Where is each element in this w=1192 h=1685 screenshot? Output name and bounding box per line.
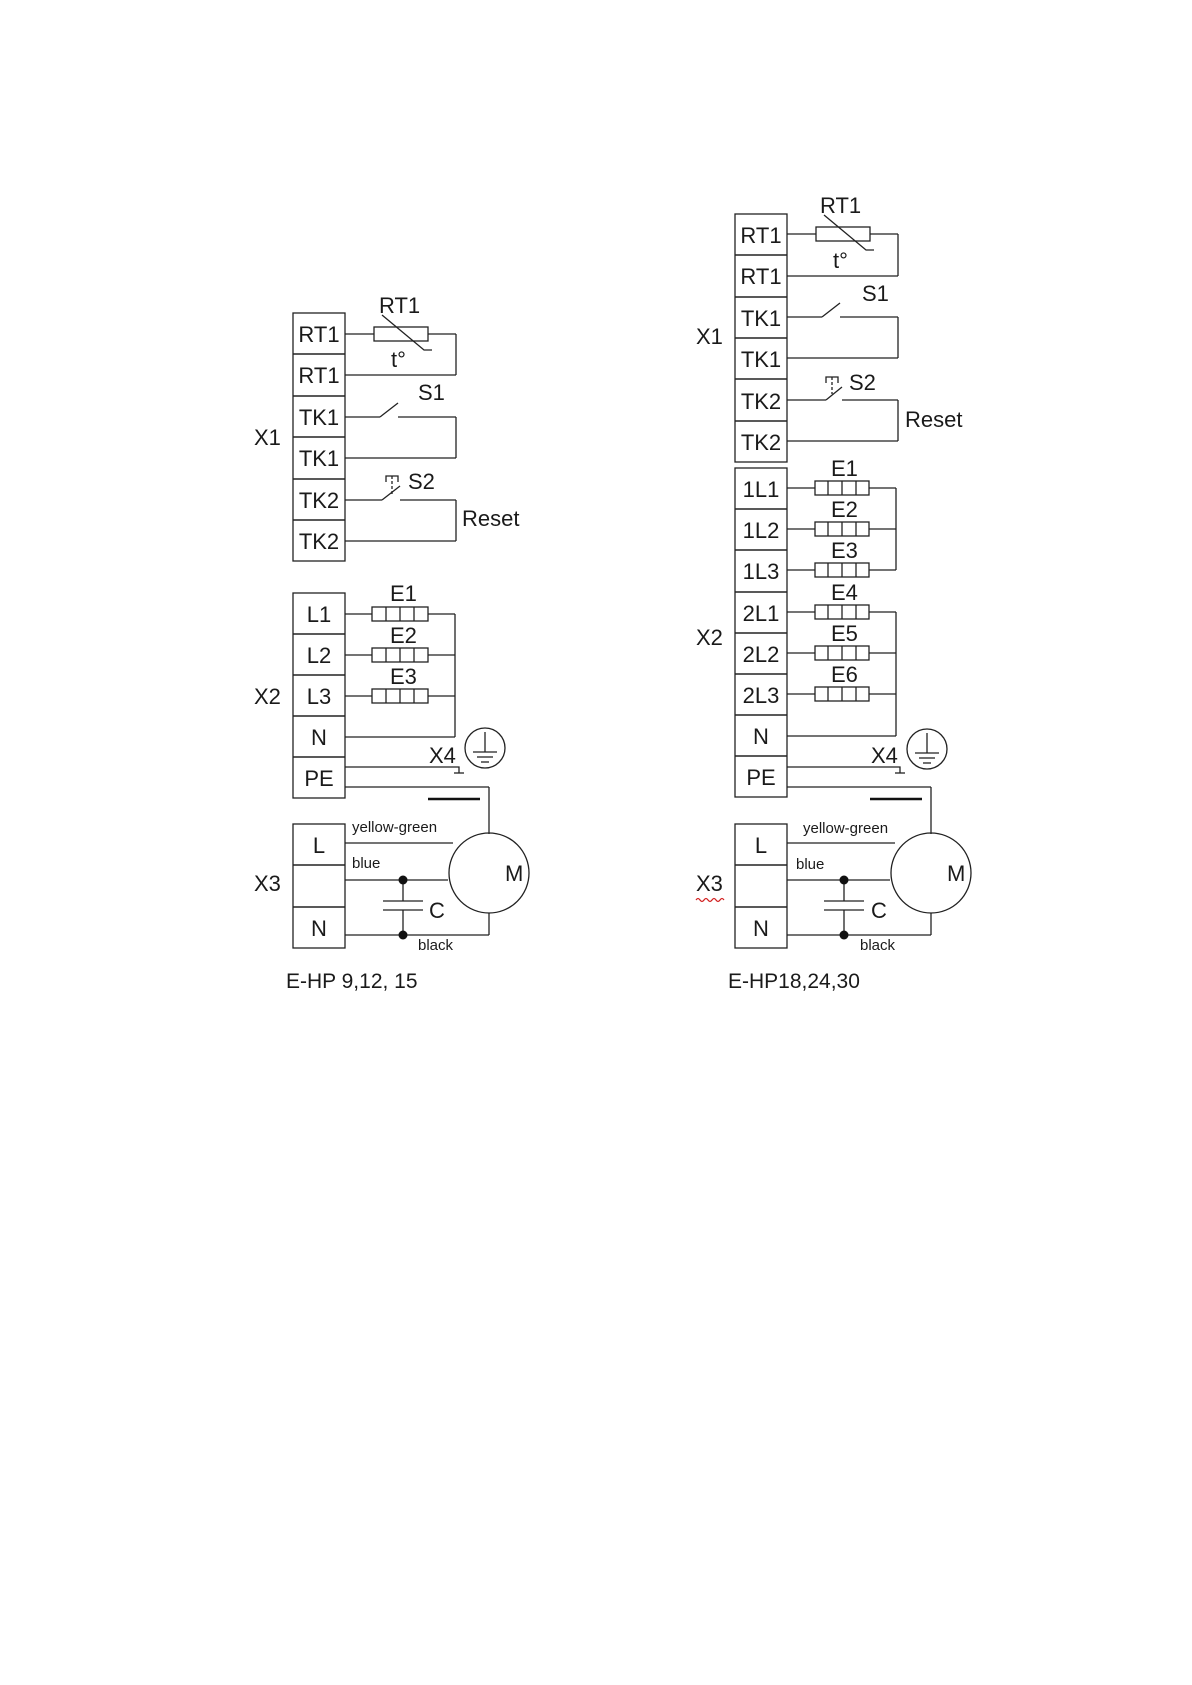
spellcheck-underline	[696, 899, 724, 902]
thermistor-label: RT1	[379, 293, 420, 318]
heater-e5	[787, 646, 896, 660]
terminal-1l3: 1L3	[743, 559, 780, 584]
temperature-symbol: t°	[833, 248, 848, 273]
terminal-n: N	[311, 916, 327, 941]
switch-s2-right	[787, 377, 898, 441]
wire-label-black: black	[860, 937, 896, 954]
earth-label-x4: X4	[871, 743, 898, 768]
terminal-l2: L2	[307, 643, 331, 668]
block-label-x2: X2	[696, 625, 723, 650]
block-label-x3: X3	[696, 871, 723, 896]
heater-e6-label: E6	[831, 662, 858, 687]
heater-e4	[787, 605, 896, 619]
block-label-x2: X2	[254, 684, 281, 709]
terminal-n: N	[753, 724, 769, 749]
heater-e4-label: E4	[831, 580, 858, 605]
terminal-block-x3: L N	[293, 824, 345, 948]
thermistor-label: RT1	[820, 193, 861, 218]
terminal-tk1-b: TK1	[299, 446, 339, 471]
heater-e1-label: E1	[390, 581, 417, 606]
terminal-tk2-a: TK2	[741, 389, 781, 414]
earth-icon	[907, 729, 947, 769]
terminal-block-x1: RT1 RT1 TK1 TK1 TK2 TK2	[293, 313, 345, 561]
terminal-pe: PE	[304, 766, 333, 791]
heater-e2-label: E2	[831, 497, 858, 522]
earth-icon	[465, 728, 505, 768]
terminal-1l1: 1L1	[743, 477, 780, 502]
terminal-rt1-a: RT1	[740, 223, 781, 248]
wire-label-blue: blue	[352, 855, 380, 872]
switch-s2-label: S2	[849, 370, 876, 395]
heater-e6	[787, 687, 896, 701]
switch-s2	[345, 476, 456, 541]
motor-circuit-right	[787, 833, 971, 940]
terminal-rt1-b: RT1	[740, 264, 781, 289]
motor-label: M	[505, 861, 523, 886]
wire-label-yellow-green: yellow-green	[352, 819, 437, 836]
heater-e1	[787, 481, 896, 495]
terminal-l: L	[313, 833, 325, 858]
heater-e5-label: E5	[831, 621, 858, 646]
wire-label-yellow-green: yellow-green	[803, 820, 888, 837]
terminal-rt1-b: RT1	[298, 363, 339, 388]
heater-e1	[345, 607, 455, 621]
heater-e3	[787, 563, 896, 577]
diagram-right: RT1 RT1 TK1 TK1 TK2 TK2 X1 RT1 t° S1	[696, 193, 971, 993]
terminal-n: N	[311, 725, 327, 750]
terminal-tk1-a: TK1	[299, 405, 339, 430]
switch-s1-label: S1	[862, 281, 889, 306]
heater-e3	[345, 689, 455, 703]
switch-s1-right	[787, 303, 898, 358]
terminal-tk2-a: TK2	[299, 488, 339, 513]
terminal-tk2-b: TK2	[741, 430, 781, 455]
wire-label-blue: blue	[796, 856, 824, 873]
heater-e2-label: E2	[390, 623, 417, 648]
reset-label: Reset	[462, 506, 519, 531]
motor-label: M	[947, 861, 965, 886]
switch-s1	[345, 403, 456, 458]
terminal-block-x3-right: L N	[735, 824, 787, 948]
terminal-l: L	[755, 833, 767, 858]
terminal-l1: L1	[307, 602, 331, 627]
block-label-x1: X1	[696, 324, 723, 349]
heater-e2	[787, 522, 896, 536]
terminal-l3: L3	[307, 684, 331, 709]
switch-s2-label: S2	[408, 469, 435, 494]
terminal-pe: PE	[746, 765, 775, 790]
diagram-left: RT1 RT1 TK1 TK1 TK2 TK2 X1 RT1 t° S1	[254, 293, 529, 993]
terminal-2l2: 2L2	[743, 642, 780, 667]
terminal-2l1: 2L1	[743, 601, 780, 626]
caption-left: E-HP 9,12, 15	[286, 970, 418, 993]
terminal-block-x2-right: 1L1 1L2 1L3 2L1 2L2 2L3 N PE	[735, 468, 787, 797]
block-label-x1: X1	[254, 425, 281, 450]
terminal-rt1-a: RT1	[298, 322, 339, 347]
reset-label: Reset	[905, 407, 962, 432]
heater-e1-label: E1	[831, 456, 858, 481]
wire-label-black: black	[418, 937, 454, 954]
terminal-tk1-a: TK1	[741, 306, 781, 331]
capacitor-label: C	[871, 898, 887, 923]
temperature-symbol: t°	[391, 347, 406, 372]
earth-label-x4: X4	[429, 743, 456, 768]
heater-e3-label: E3	[390, 664, 417, 689]
terminal-tk1-b: TK1	[741, 347, 781, 372]
block-label-x3: X3	[254, 871, 281, 896]
motor-circuit	[345, 833, 529, 940]
switch-s1-label: S1	[418, 380, 445, 405]
terminal-block-x2: L1 L2 L3 N PE	[293, 593, 345, 798]
heater-e3-label: E3	[831, 538, 858, 563]
terminal-block-x1-right: RT1 RT1 TK1 TK1 TK2 TK2	[735, 214, 787, 462]
terminal-n: N	[753, 916, 769, 941]
terminal-2l3: 2L3	[743, 683, 780, 708]
terminal-tk2-b: TK2	[299, 529, 339, 554]
terminal-1l2: 1L2	[743, 518, 780, 543]
caption-right: E-HP18,24,30	[728, 970, 860, 993]
heater-e2	[345, 648, 455, 662]
capacitor-label: C	[429, 898, 445, 923]
